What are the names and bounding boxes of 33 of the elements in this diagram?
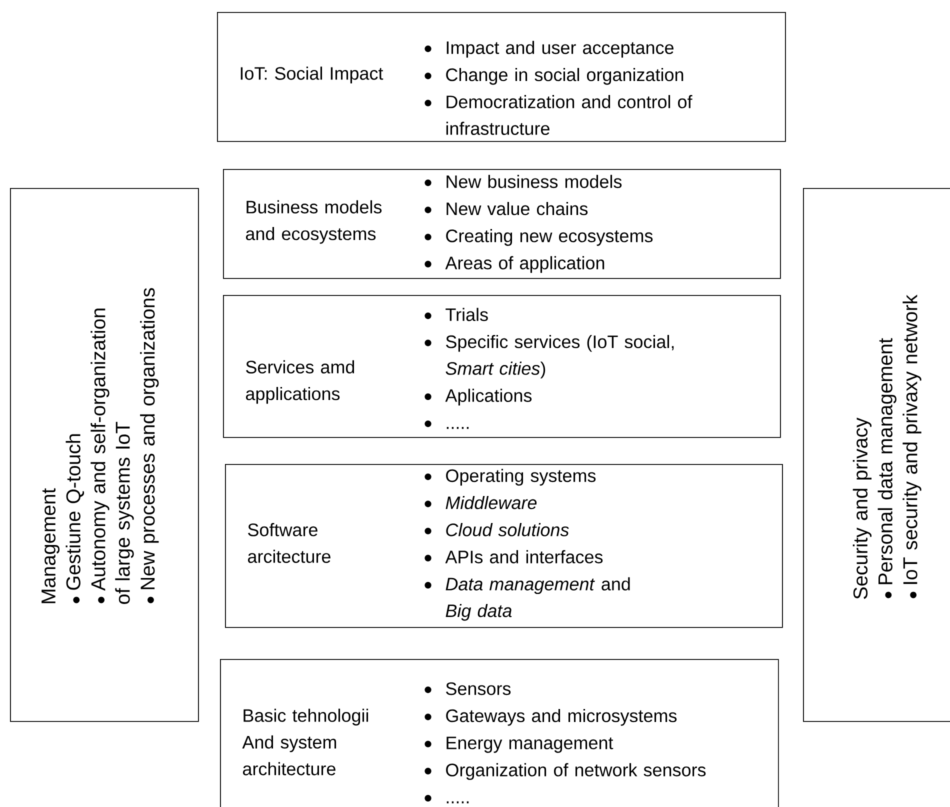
bullet-item: Personal data management bbox=[878, 338, 896, 598]
bullet-item: Areas of application bbox=[424, 256, 604, 273]
bullet-item: Change in social organization bbox=[424, 68, 684, 85]
bullet-item: Specific services (IoT social, Smart cities) bbox=[424, 334, 674, 378]
layer-heading: Software arcitecture bbox=[248, 523, 330, 563]
bullet-item: APIs and interfaces bbox=[424, 550, 603, 564]
bullet-item: Creating new ecosystems bbox=[424, 229, 653, 246]
bullet-item: Cloud solutions bbox=[424, 523, 569, 536]
bullet-item: New processes and organizations bbox=[140, 288, 159, 604]
bullet-item: Trials bbox=[424, 308, 488, 322]
layer-heading: Services amd applications bbox=[246, 360, 354, 404]
layer-heading: Basic tehnologii And system architecture bbox=[242, 708, 368, 776]
bullet-item: ..... bbox=[424, 420, 469, 429]
bullet-item: Aplications bbox=[424, 388, 532, 406]
layer-heading: IoT: Social Impact bbox=[240, 66, 384, 84]
side-heading: Management bbox=[42, 488, 60, 604]
side-heading: Security and privacy bbox=[852, 418, 872, 599]
bullet-item: Gestiune Q-touch bbox=[66, 434, 84, 604]
bullet-item: New business models bbox=[424, 174, 622, 188]
bullet-item: Democratization and control of infrastructure bbox=[424, 95, 692, 135]
bullet-item: Middleware bbox=[424, 496, 537, 510]
bullet-item: Data management and Big data bbox=[424, 577, 630, 621]
bullet-item: Organization of network sensors bbox=[424, 763, 706, 780]
bullet-item: Autonomy and self-organization of large systems IoT bbox=[90, 308, 134, 604]
bullet-item: New value chains bbox=[424, 202, 588, 216]
bullet-item: Operating systems bbox=[424, 468, 596, 486]
layer-heading: Business models and ecosystems bbox=[246, 200, 382, 244]
bullet-item: Sensors bbox=[424, 682, 511, 696]
bullet-item: Energy management bbox=[424, 736, 614, 753]
bullet-item: ..... bbox=[424, 794, 469, 804]
bullet-item: IoT security and privaxy network bbox=[902, 294, 922, 598]
bullet-item: Impact and user acceptance bbox=[424, 40, 674, 58]
bullet-item: Gateways and microsystems bbox=[424, 708, 677, 726]
